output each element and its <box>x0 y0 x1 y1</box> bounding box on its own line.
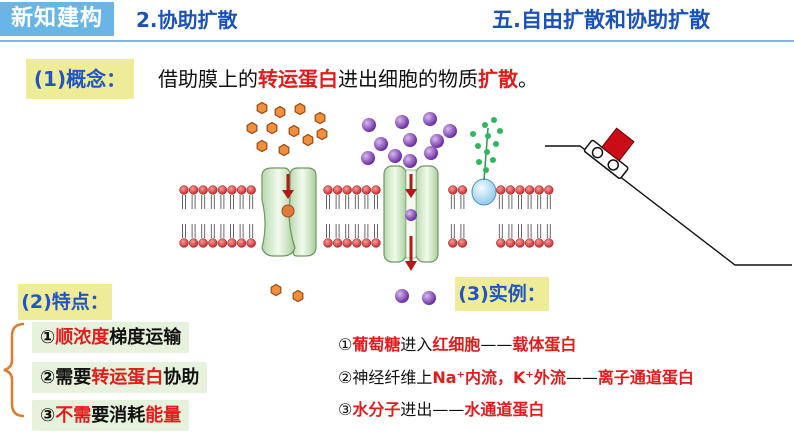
trait-number: ① <box>40 327 56 348</box>
concept-label: (1)概念： <box>26 59 134 99</box>
phospholipid-bilayer <box>179 185 554 248</box>
example-highlight: 水通道蛋白 <box>464 400 545 419</box>
trait-item: ③不需要消耗能量 <box>32 400 190 431</box>
ion-molecules <box>361 112 457 305</box>
example-highlight: 红细胞 <box>432 335 481 354</box>
trait-highlight: 顺浓度 <box>55 327 110 348</box>
example-text: —— <box>480 335 513 354</box>
concept-part: 进出细胞的物质 <box>338 67 478 91</box>
trait-text: 协助 <box>163 367 200 388</box>
example-highlight: 水分子 <box>352 400 401 419</box>
glycoprotein <box>470 117 503 206</box>
example-text: 神经纤维上 <box>352 368 433 387</box>
example-text: 进出—— <box>400 400 465 419</box>
traits-brace <box>3 322 25 418</box>
example-number: ② <box>338 368 353 387</box>
example-number: ① <box>338 335 353 354</box>
concept-part: 借助膜上的 <box>158 67 258 91</box>
example-highlight: 离子通道蛋白 <box>597 368 694 387</box>
example-text: —— <box>565 368 598 387</box>
concept-highlight: 转运蛋白 <box>258 67 338 91</box>
example-number: ③ <box>338 400 353 419</box>
example-text: 进入 <box>400 335 433 354</box>
concept-part: 。 <box>518 67 538 91</box>
example-item: ①葡萄糖进入红细胞——载体蛋白 <box>338 331 576 355</box>
traits-label: (2)特点： <box>18 284 112 320</box>
glucose-molecules <box>246 101 328 303</box>
trait-text: 需要 <box>55 367 92 388</box>
section-subtitle: 2.协助扩散 <box>136 8 238 32</box>
examples-label: (3)实例： <box>455 277 549 311</box>
header-divider <box>0 40 794 42</box>
trait-item: ②需要转运蛋白协助 <box>32 362 208 393</box>
concept-highlight: 扩散 <box>478 67 518 91</box>
carrier-protein <box>261 167 317 257</box>
trait-number: ③ <box>40 405 56 426</box>
channel-protein <box>383 165 439 271</box>
concept-text: 借助膜上的转运蛋白进出细胞的物质扩散。 <box>158 63 538 92</box>
trait-number: ② <box>40 367 56 388</box>
trait-item: ①顺浓度梯度运输 <box>32 322 190 353</box>
trait-highlight: 不需 <box>55 405 92 426</box>
trait-highlight: 能量 <box>145 405 182 426</box>
page-title: 五.自由扩散和协助扩散 <box>492 8 710 32</box>
example-item: ②神经纤维上Na⁺内流，K⁺外流——离子通道蛋白 <box>338 364 694 388</box>
header-bar <box>0 0 794 40</box>
trait-text: 梯度运输 <box>109 327 182 348</box>
section-badge: 新知建构 <box>0 2 114 36</box>
trait-highlight: 转运蛋白 <box>91 367 164 388</box>
example-highlight: Na⁺内流，K⁺外流 <box>432 368 566 387</box>
diffusion-analogy-ramp <box>545 127 792 266</box>
example-highlight: 载体蛋白 <box>512 335 577 354</box>
example-highlight: 葡萄糖 <box>352 335 401 354</box>
example-item: ③水分子进出——水通道蛋白 <box>338 396 544 420</box>
trait-text: 要消耗 <box>91 405 146 426</box>
